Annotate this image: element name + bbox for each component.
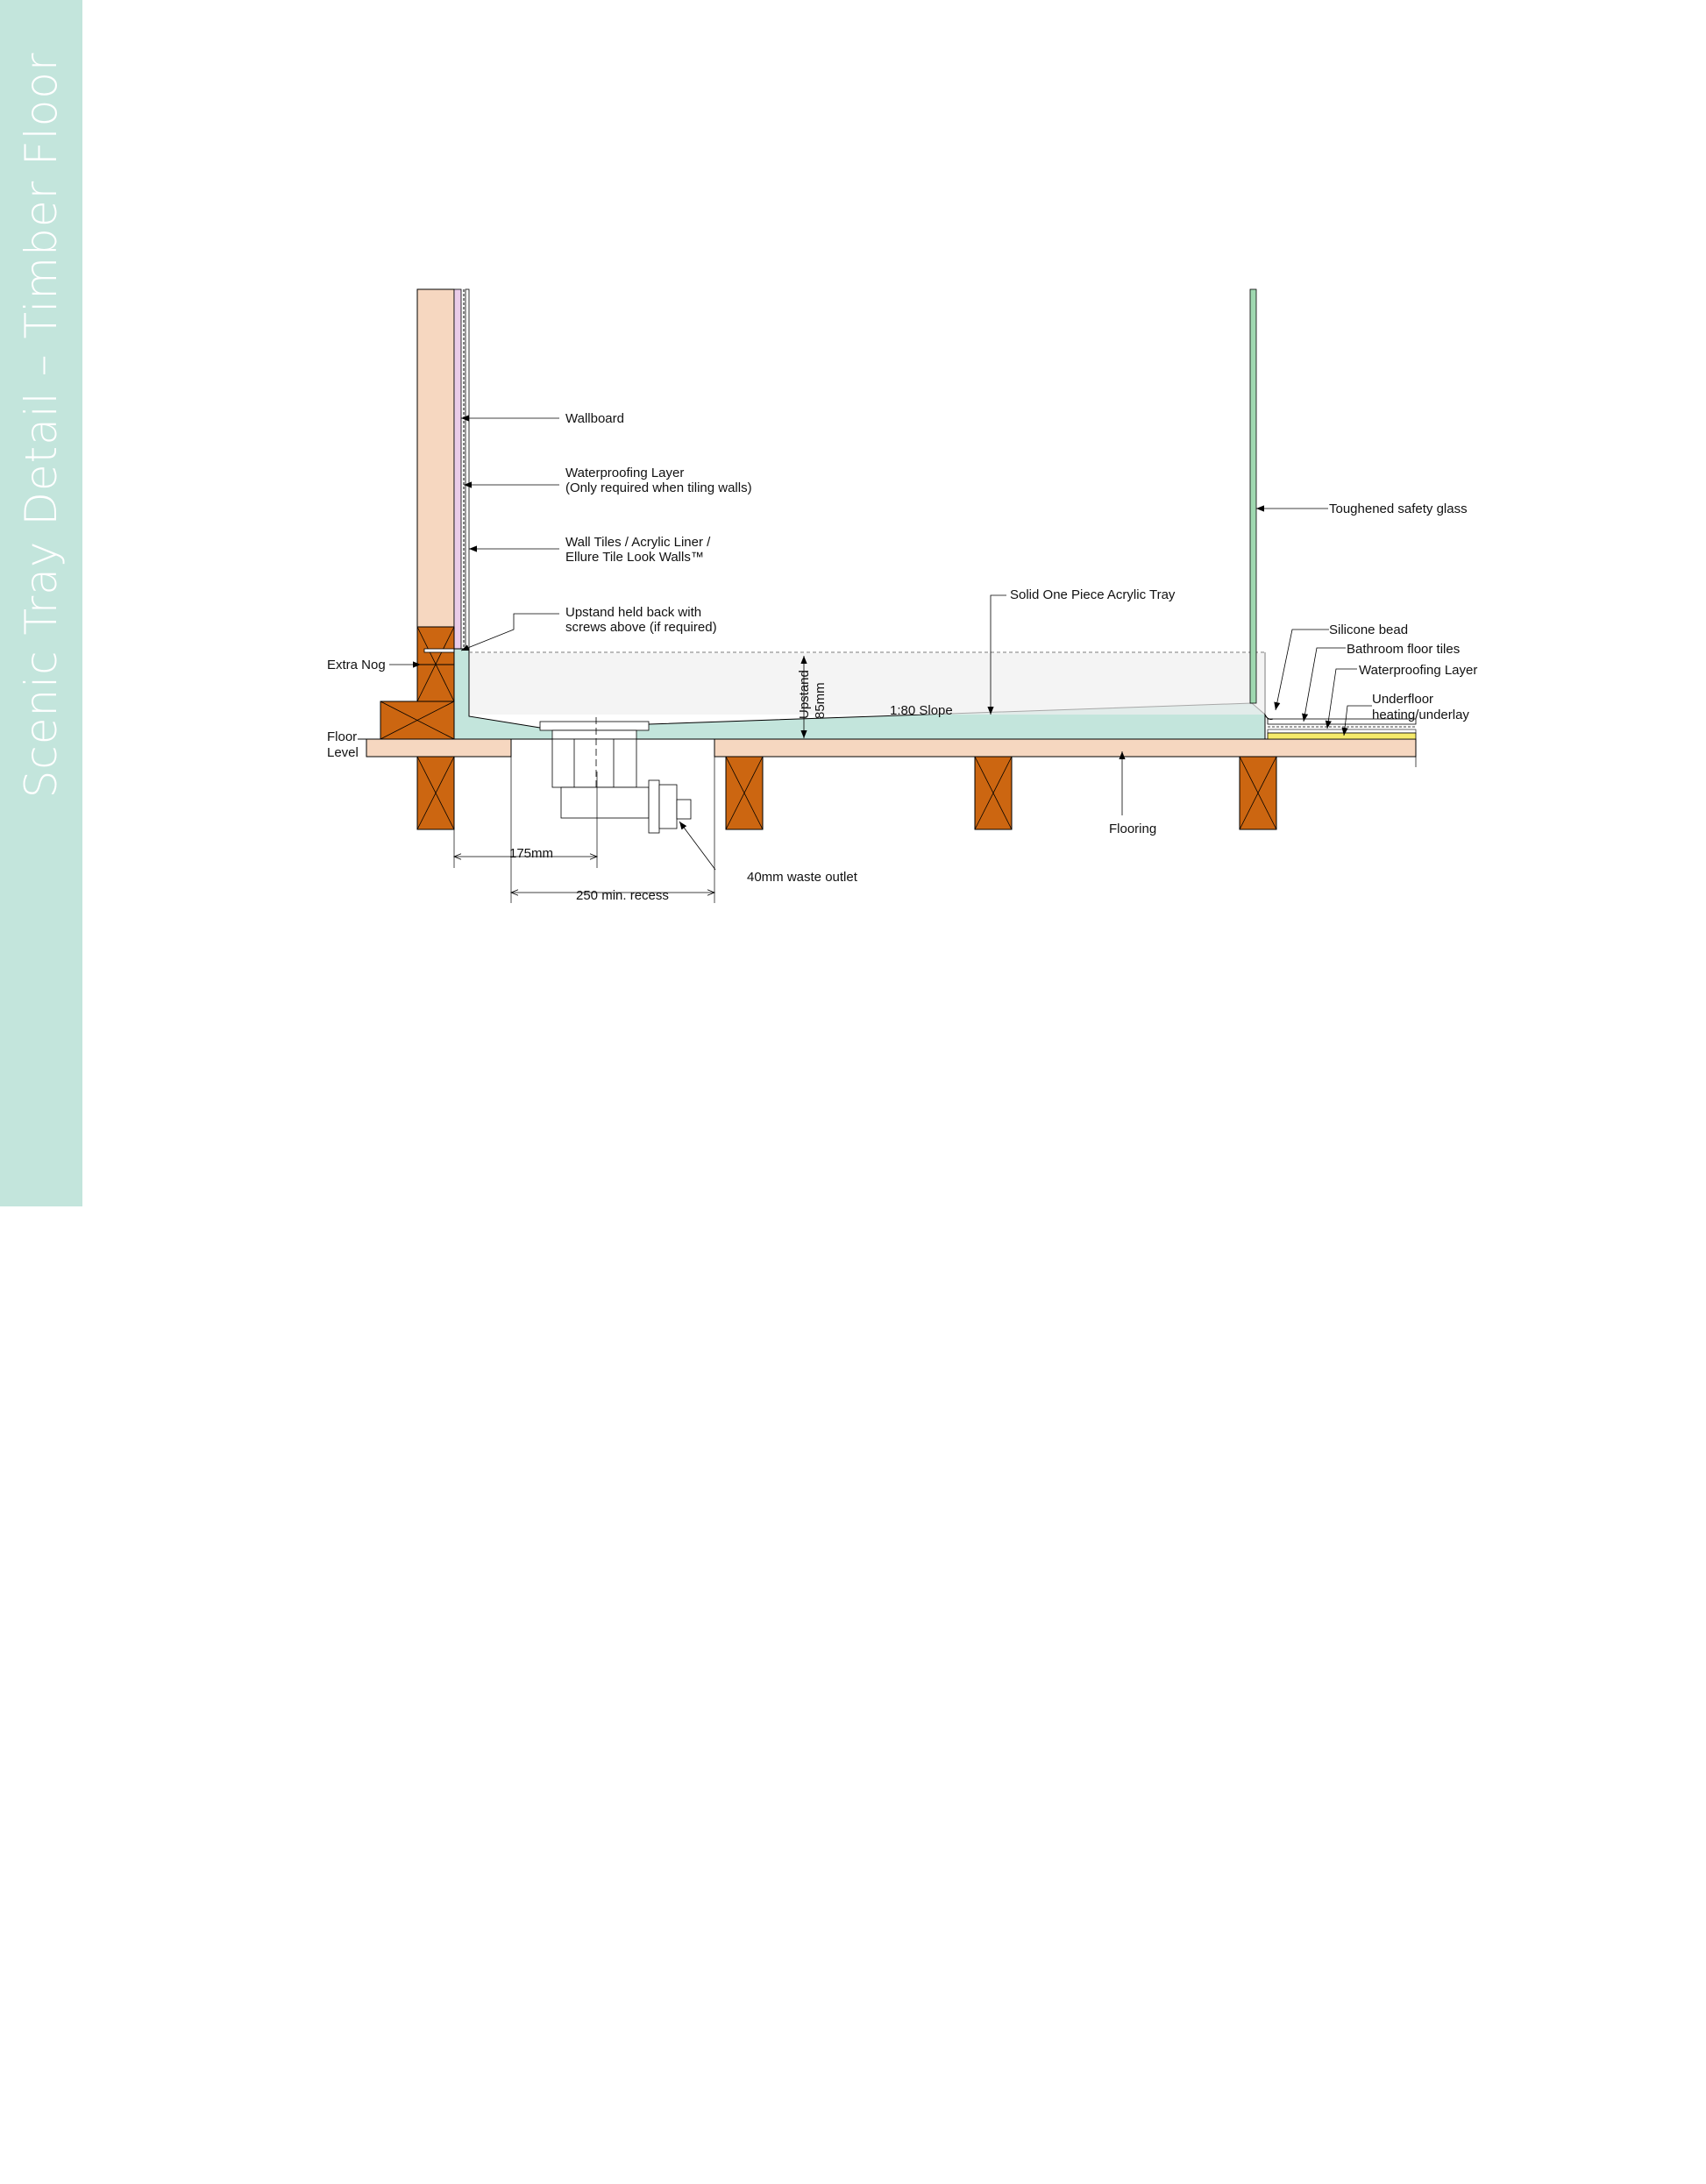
label-wall-tiles-2: Ellure Tile Look Walls™ [565,550,704,565]
label-bathroom-tiles: Bathroom floor tiles [1347,642,1460,657]
label-wallboard: Wallboard [565,411,624,426]
label-underfloor-1: Underfloor [1372,692,1433,707]
upstand-dim-value: 85mm [813,682,828,719]
wallboard-layer [453,288,462,650]
sidebar: Scenic Tray Detail – Timber Floor Scenic [0,0,82,2184]
label-upstand: Upstand [797,670,812,719]
label-upstand-held-2: screws above (if required) [565,620,717,635]
tray-section-drawing: Wallboard Waterproofing Layer (Only requ… [327,288,1477,903]
leader-lines [358,415,1372,871]
flooring-left [366,738,512,758]
label-dim-250: 250 min. recess [576,888,669,903]
upstand-dim-text: Upstand [797,670,812,719]
label-floor-level-2: Level [327,745,359,760]
label-flooring: Flooring [1109,822,1156,836]
dimension-lines [366,739,1417,903]
tray-interior-zone [470,653,1264,715]
joist-3 [974,756,1013,830]
label-underfloor-2: heating/underlay [1372,708,1469,722]
joist-4 [1239,756,1277,830]
label-waterproofing-wall-1: Waterproofing Layer [565,466,684,480]
label-toughened-glass: Toughened safety glass [1329,502,1468,516]
wall-stud [416,288,455,628]
label-silicone-bead: Silicone bead [1329,622,1408,637]
label-dim-175: 175mm [509,846,553,861]
waste-outlet [539,717,692,834]
scenic-logo-text: Scenic [17,2016,75,2184]
extra-nog [416,626,455,702]
toughened-glass-panel [1249,288,1257,704]
joist-1 [416,756,455,830]
flooring-right [714,738,1417,758]
wall-tile-layer [465,288,470,650]
label-floor-level-1: Floor [327,729,357,744]
label-waterproofing-floor: Waterproofing Layer [1359,663,1477,678]
label-slope: 1:80 Slope [890,703,953,718]
label-waterproofing-wall-2: (Only required when tiling walls) [565,480,752,495]
floor-nog [380,701,455,740]
label-waste-outlet: 40mm waste outlet [747,870,858,885]
label-acrylic-tray: Solid One Piece Acrylic Tray [1010,587,1176,602]
label-wall-tiles-1: Wall Tiles / Acrylic Liner / [565,535,711,550]
label-extra-nog: Extra Nog [327,658,386,672]
joist-2 [725,756,764,830]
label-upstand-dim: 85mm [813,682,828,719]
label-upstand-held-1: Upstand held back with [565,605,701,620]
upstand-screw [423,648,455,653]
silicone-bead [1264,714,1274,720]
